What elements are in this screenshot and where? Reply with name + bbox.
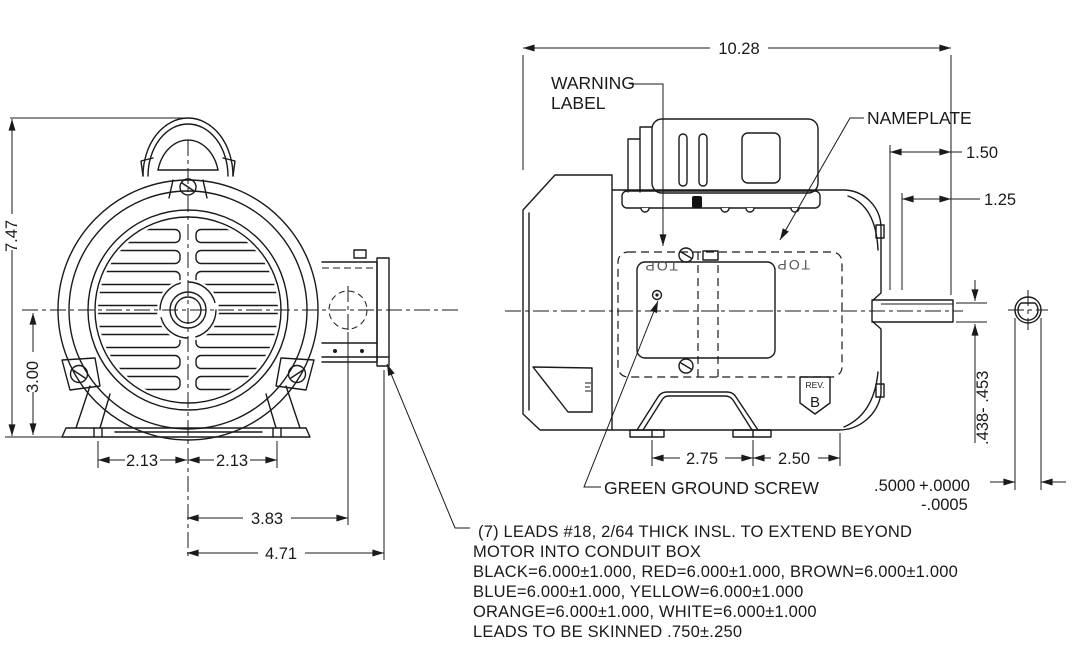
warning-callout-line2: LABEL: [551, 93, 606, 113]
dim-1-25: 1.25: [901, 191, 1016, 290]
dim-label-shaft-dia-tol-upper: +.0000: [919, 477, 970, 495]
dim-shaft-diameter: .5000 +.0000 -.0005: [874, 318, 1066, 514]
warning-label-callout: WARNING LABEL: [551, 73, 667, 247]
dim-label-shaft-dia-tol-lower: -.0005: [921, 496, 968, 514]
dim-label-2-13-right: 2.13: [216, 452, 248, 470]
nameplate-callout-label: NAMEPLATE: [867, 108, 972, 128]
dim-2-75-2-50: 2.75 2.50: [651, 433, 841, 468]
ground-screw-callout-label: GREEN GROUND SCREW: [604, 478, 819, 498]
warning-callout-line1: WARNING: [551, 73, 635, 93]
dim-label-3-00: 3.00: [24, 361, 42, 393]
dim-label-4-71: 4.71: [265, 545, 297, 563]
top-marking-left: TOP: [643, 258, 678, 274]
fan-shroud-side: [522, 174, 613, 431]
ground-screw: [651, 289, 663, 301]
dim-label-2-50: 2.50: [778, 450, 810, 468]
ground-screw-callout: GREEN GROUND SCREW: [583, 300, 819, 498]
dim-label-3-83: 3.83: [251, 510, 283, 528]
leads-note-block: (7) LEADS #18, 2/64 THICK INSL. TO EXTEN…: [473, 523, 958, 641]
dim-3-83: 3.83: [186, 332, 349, 528]
label-zone: TOP TOP: [617, 247, 843, 378]
conduit-box-front: [321, 249, 390, 367]
shaft-end-view: [1008, 290, 1048, 330]
conduit-cover-plate: [636, 261, 776, 359]
dim-label-1-25: 1.25: [984, 191, 1016, 209]
side-view: TOP TOP REV. B: [505, 40, 1066, 514]
dim-shaft-flat: .438- .453: [956, 280, 992, 445]
dim-label-7-47: 7.47: [3, 220, 21, 252]
left-cover-screw: [61, 357, 101, 391]
side-foot: [629, 391, 772, 438]
dim-7-47: 7.47: [3, 117, 190, 438]
right-cover-screw: [275, 357, 315, 391]
motor-body-side: [611, 189, 885, 431]
warning-label-outline: [617, 251, 843, 378]
note-line-1: (7) LEADS #18, 2/64 THICK INSL. TO EXTEN…: [478, 523, 912, 541]
rev-flag: REV. B: [799, 376, 831, 415]
leads-note-leader: [386, 363, 470, 529]
cover-screw-bottom: [678, 358, 694, 374]
dim-4-71: 4.71: [186, 370, 385, 563]
front-view: 7.47 3.00 2.13 2.13 3.83: [3, 117, 470, 563]
cover-screw-top: [678, 247, 694, 263]
note-line-6: LEADS TO BE SKINNED .750±.250: [473, 623, 742, 641]
dim-label-shaft-flat: .438- .453: [974, 371, 992, 445]
rev-flag-value: B: [810, 394, 820, 411]
mounting-base: [61, 385, 311, 438]
conduit-box-side: [621, 118, 821, 213]
rev-flag-label: REV.: [805, 380, 824, 390]
dim-2-13-pair: 2.13 2.13: [97, 441, 278, 470]
dim-label-2-13-left: 2.13: [126, 452, 158, 470]
dim-10-28: 10.28: [522, 40, 952, 295]
note-line-2: MOTOR INTO CONDUIT BOX: [473, 543, 701, 561]
note-line-5: ORANGE=6.000±1.000, WHITE=6.000±1.000: [473, 603, 817, 621]
nameplate-callout: NAMEPLATE: [779, 108, 972, 241]
top-marking-right: TOP: [775, 257, 810, 273]
note-line-3: BLACK=6.000±1.000, RED=6.000±1.000, BROW…: [473, 563, 958, 581]
dim-1-50: 1.50: [889, 144, 998, 290]
note-line-4: BLUE=6.000±1.000, YELLOW=6.000±1.000: [473, 583, 804, 601]
dim-label-1-50: 1.50: [966, 144, 998, 162]
dim-label-10-28: 10.28: [718, 40, 759, 58]
top-cover-screw: [168, 178, 208, 199]
dim-3-00: 3.00: [24, 312, 42, 436]
dim-label-shaft-dia: .5000: [874, 477, 915, 495]
flange-screw: [692, 196, 702, 208]
dim-label-2-75: 2.75: [686, 450, 718, 468]
